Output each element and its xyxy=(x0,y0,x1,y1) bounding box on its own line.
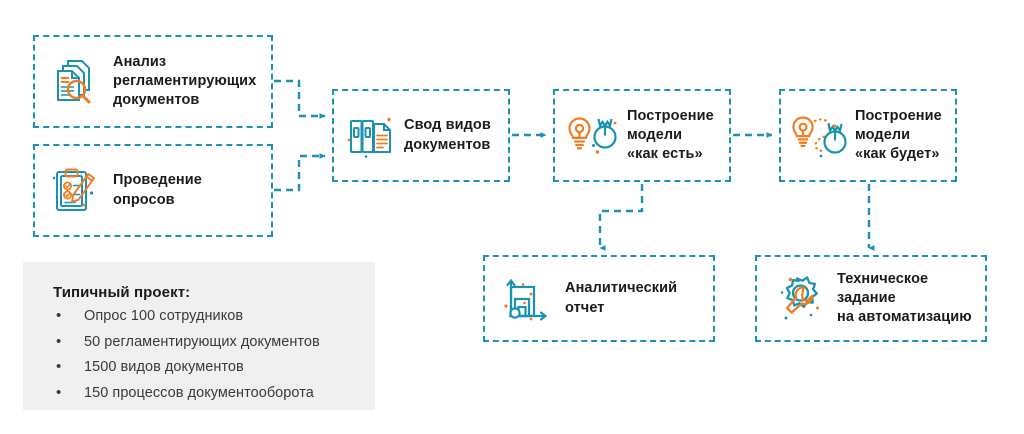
connector-asis-to-report xyxy=(598,184,644,251)
node-spec[interactable]: Техническое задание на автоматизацию xyxy=(755,255,987,342)
list-item: 1500 видов документов xyxy=(53,359,357,375)
clipboard-pencil-icon xyxy=(45,163,107,219)
node-spec-label: Техническое задание на автоматизацию xyxy=(837,270,972,326)
gear-wrench-icon xyxy=(771,272,829,326)
list-item: Опрос 100 сотрудников xyxy=(53,308,357,324)
node-surveys-label: Проведение опросов xyxy=(113,172,202,208)
node-report[interactable]: Аналитический отчет xyxy=(483,255,715,342)
documents-magnifier-icon xyxy=(45,54,107,110)
binders-document-icon xyxy=(342,109,400,163)
connector-analysis-to-registry xyxy=(274,79,326,119)
list-item: 150 процессов документооборота xyxy=(53,385,357,401)
node-analysis-label: Анализ регламентирующих документов xyxy=(113,53,257,109)
node-surveys[interactable]: Проведение опросов xyxy=(33,144,273,237)
panel-title: Типичный проект: xyxy=(53,284,191,301)
connector-surveys-to-registry xyxy=(274,153,326,192)
node-report-label: Аналитический отчет xyxy=(565,280,678,316)
node-to-be-label: Построение модели «как будет» xyxy=(855,107,942,163)
two-lightbulbs-icon xyxy=(563,109,625,163)
linked-lightbulbs-icon xyxy=(789,109,853,163)
node-as-is-label: Построение модели «как есть» xyxy=(627,107,714,163)
list-item: 50 регламентирующих документов xyxy=(53,334,357,350)
node-registry-label: Свод видов документов xyxy=(404,117,491,153)
bar-chart-icon xyxy=(499,272,557,326)
node-as-is[interactable]: Построение модели «как есть» xyxy=(553,89,731,182)
node-registry[interactable]: Свод видов документов xyxy=(332,89,510,182)
typical-project-list: Опрос 100 сотрудников 50 регламентирующи… xyxy=(53,308,357,401)
node-analysis[interactable]: Анализ регламентирующих документов xyxy=(33,35,273,128)
node-to-be[interactable]: Построение модели «как будет» xyxy=(779,89,957,182)
typical-project-panel: Типичный проект: Опрос 100 сотрудников 5… xyxy=(23,262,375,410)
